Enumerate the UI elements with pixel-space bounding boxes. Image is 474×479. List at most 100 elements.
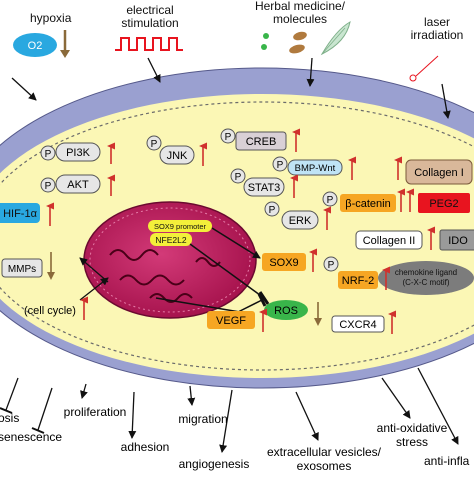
svg-text:P: P bbox=[235, 172, 242, 183]
ido-node bbox=[439, 229, 474, 251]
erk-node bbox=[281, 210, 319, 230]
laser-arrow bbox=[441, 83, 451, 119]
chemokine-node bbox=[378, 261, 474, 295]
apoptosis-inhibit-line bbox=[5, 377, 19, 411]
sox9-node bbox=[262, 253, 306, 271]
cxcr4-node bbox=[331, 315, 385, 333]
nrf2-label: NRF-2 bbox=[342, 275, 374, 287]
chemokine-label-line2: (C-X-C motif) bbox=[402, 278, 449, 287]
electrical-label-line2: stimulation bbox=[121, 16, 178, 30]
extracellular-vesicles-label-line1: extracellular vesicles/ bbox=[267, 445, 382, 459]
beta-catenin-node bbox=[340, 194, 396, 212]
stimuli: hypoxia O2 electrical stimulation Herbal… bbox=[11, 0, 464, 119]
collagen1-node bbox=[405, 159, 473, 185]
mmps-node bbox=[1, 258, 43, 278]
vegf-label: VEGF bbox=[216, 315, 246, 327]
stat3-label: STAT3 bbox=[248, 182, 281, 194]
sox9-promoter-to-sox9-arrow bbox=[211, 227, 261, 259]
outcome-arrows bbox=[0, 367, 459, 453]
anti-oxidative-label-line2: stress bbox=[396, 435, 428, 449]
nfe2l2-inhibits-ros bbox=[189, 243, 265, 299]
laser-label-line2: irradiation bbox=[411, 28, 464, 42]
migration-label: migration bbox=[178, 412, 227, 426]
electrical-label-line1: electrical bbox=[126, 3, 173, 17]
electrical-arrow bbox=[147, 57, 161, 83]
cell-cycle-label: (cell cycle) bbox=[24, 305, 76, 317]
sox9-promoter-box bbox=[148, 220, 212, 232]
proliferation-arrow bbox=[80, 383, 88, 399]
hif-label: HIF-1α bbox=[3, 208, 38, 220]
o2-label: O2 bbox=[28, 40, 43, 52]
sox9-promoter-label: SOX9 promoter bbox=[154, 222, 207, 231]
laser-beam-icon bbox=[415, 55, 439, 77]
chromatin bbox=[149, 293, 193, 303]
phospho-badge bbox=[264, 201, 280, 217]
seed-icon bbox=[289, 44, 305, 54]
erk-label: ERK bbox=[289, 215, 312, 227]
pi3k-label: PI3K bbox=[66, 147, 91, 159]
phospho-badge bbox=[230, 168, 246, 184]
bmp-wnt-label: BMP-Wnt bbox=[295, 163, 336, 174]
peg2-label: PEG2 bbox=[429, 198, 458, 210]
angiogenesis-arrow bbox=[219, 389, 233, 453]
senescence-label: senescence bbox=[0, 430, 62, 444]
proliferation-label: proliferation bbox=[64, 405, 127, 419]
svg-text:P: P bbox=[151, 139, 158, 150]
signaling-nodes: P PI3K P AKT HIF-1α MMPs (cell cycle) P … bbox=[0, 128, 474, 333]
membrane-inner-line bbox=[0, 101, 474, 371]
phospho-badge bbox=[146, 135, 162, 151]
nfe2l2-box bbox=[150, 233, 192, 246]
phospho-badge bbox=[322, 191, 338, 207]
chemokine-label-line1: chemokine ligand bbox=[395, 268, 457, 277]
akt-node bbox=[55, 174, 101, 194]
cell-cycle-arrow-down bbox=[79, 277, 109, 301]
phospho-badge bbox=[40, 145, 56, 161]
hypoxia-label: hypoxia bbox=[30, 11, 72, 25]
cxcr4-label: CXCR4 bbox=[339, 319, 376, 331]
creb-node bbox=[235, 131, 287, 151]
vegf-inhibits-ros bbox=[237, 299, 263, 313]
vegf-node bbox=[207, 311, 255, 329]
svg-text:P: P bbox=[269, 205, 276, 216]
svg-text:P: P bbox=[45, 149, 52, 160]
pill-icon bbox=[261, 44, 267, 50]
stat3-node bbox=[243, 177, 285, 197]
senescence-inhibit-line bbox=[37, 387, 53, 431]
extracellular-vesicles-label-line2: exosomes bbox=[297, 459, 352, 473]
apoptosis-label: osis bbox=[0, 411, 19, 425]
extracellular-vesicles-arrow bbox=[295, 391, 319, 441]
pill-icon bbox=[263, 33, 269, 39]
hif-node bbox=[0, 203, 40, 223]
pathway-arrows bbox=[79, 227, 270, 313]
chromatin bbox=[195, 257, 221, 267]
anti-oxidative-arrow bbox=[381, 377, 411, 419]
peg2-node bbox=[418, 193, 470, 213]
chromatin bbox=[119, 274, 185, 286]
herbal-label-line1: Herbal medicine/ bbox=[255, 0, 346, 13]
ido-label: IDO bbox=[448, 235, 468, 247]
nfe2l2-label: NFE2L2 bbox=[155, 235, 186, 245]
regulation-arrows bbox=[46, 128, 435, 334]
hypoxia-arrow bbox=[11, 77, 37, 101]
svg-text:P: P bbox=[225, 132, 232, 143]
bmp-wnt-node bbox=[287, 159, 343, 176]
svg-text:P: P bbox=[327, 195, 334, 206]
herbal-label-line2: molecules bbox=[273, 12, 327, 26]
angiogenesis-label: angiogenesis bbox=[179, 457, 250, 471]
mmps-label: MMPs bbox=[8, 264, 36, 275]
svg-text:P: P bbox=[45, 181, 52, 192]
outcome-labels: osis senescence proliferation adhesion m… bbox=[0, 405, 470, 473]
ros-node bbox=[264, 300, 308, 320]
phospho-badge bbox=[272, 156, 288, 172]
ros-label: ROS bbox=[274, 305, 298, 317]
akt-label: AKT bbox=[67, 179, 89, 191]
adhesion-arrow bbox=[128, 391, 137, 439]
phospho-badge bbox=[323, 256, 339, 272]
collagen1-label: Collagen I bbox=[414, 167, 464, 179]
jnk-label: JNK bbox=[167, 150, 188, 162]
pi3k-node bbox=[55, 142, 101, 162]
sox9-label: SOX9 bbox=[269, 257, 298, 269]
anti-oxidative-label-line1: anti-oxidative bbox=[377, 421, 448, 435]
